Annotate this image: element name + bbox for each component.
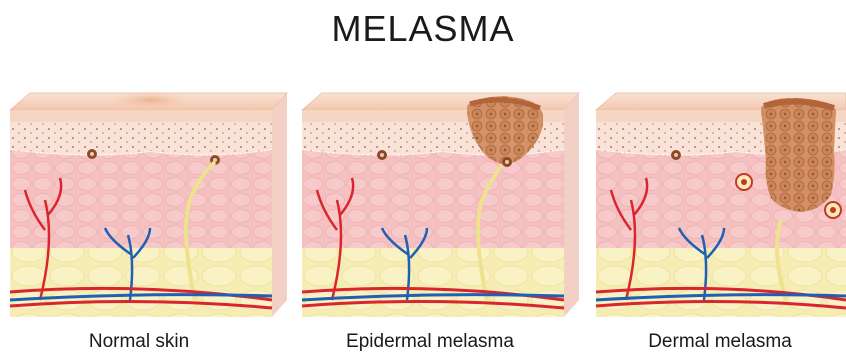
melanocyte-icon [87,149,97,159]
panel-label-normal-skin: Normal skin [4,331,274,353]
skin-block [10,93,287,317]
panel-normal-skin [10,91,287,317]
panel-label-epidermal-melasma: Epidermal melasma [295,331,565,353]
melanocyte-icon [671,150,681,160]
melanocyte-icon [377,150,387,160]
melanophage-icon [825,202,841,218]
melanocyte-icon [502,157,512,167]
panel-label-dermal-melasma: Dermal melasma [585,331,846,353]
melanophage-icon [736,174,752,190]
panel-epidermal-melasma [302,93,579,317]
dermal-pigment-column [761,98,836,212]
panel-dermal-melasma [596,93,846,317]
